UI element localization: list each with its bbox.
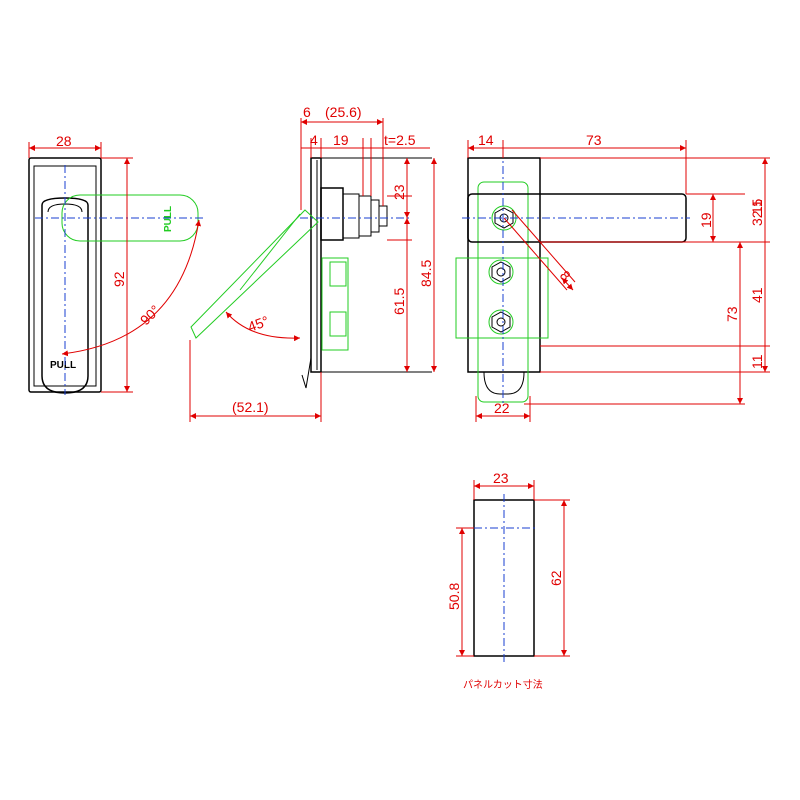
side-mount-green bbox=[321, 257, 349, 351]
rear-8-leader-1 bbox=[511, 209, 576, 283]
side-shaft-collar bbox=[342, 193, 360, 239]
side-bolt-1 bbox=[329, 261, 347, 287]
pull-label: PULL bbox=[50, 360, 76, 371]
side-6-label: 6 bbox=[303, 104, 311, 120]
side-panel-plate bbox=[310, 157, 322, 373]
rear-41-label: 41 bbox=[749, 287, 765, 303]
side-t-label: t=2.5 bbox=[384, 132, 416, 148]
rear-latch-tip bbox=[483, 371, 525, 395]
rear-screw-2 bbox=[488, 259, 514, 285]
rear-22-label: 22 bbox=[494, 400, 510, 416]
side-61-label: 61.5 bbox=[391, 288, 407, 315]
side-52-label: (52.1) bbox=[232, 399, 269, 415]
rear-11-top-label: 11 bbox=[749, 199, 765, 214]
front-width-label: 28 bbox=[56, 133, 72, 149]
side-25-label: (25.6) bbox=[325, 104, 362, 120]
rear-73-top-label: 73 bbox=[586, 132, 602, 148]
side-84-label: 84.5 bbox=[418, 260, 434, 287]
rear-14-label: 14 bbox=[478, 132, 494, 148]
front-view: PULL PULL 90° 28 92 bbox=[28, 133, 205, 395]
side-handle-swung bbox=[190, 209, 319, 339]
side-19-label: 19 bbox=[333, 132, 349, 148]
side-shaft-housing bbox=[320, 187, 344, 241]
rear-8-leader-2 bbox=[503, 217, 568, 291]
side-handle-tip bbox=[301, 357, 312, 389]
rear-11-bottom-label: 11 bbox=[749, 354, 765, 369]
front-angle-arc bbox=[61, 219, 202, 357]
rear-73-right-label: 73 bbox=[724, 306, 740, 322]
front-handle-slot bbox=[41, 197, 89, 394]
side-handle-swung-inner bbox=[239, 213, 301, 291]
cutout-caption: パネルカット寸法 bbox=[463, 678, 543, 691]
cutout-23-label: 23 bbox=[493, 470, 509, 486]
side-bolt-2 bbox=[329, 311, 347, 337]
side-4-label: 4 bbox=[310, 132, 318, 148]
front-handle-rotated bbox=[61, 194, 199, 242]
rear-base-plate bbox=[467, 157, 541, 373]
side-nut bbox=[358, 195, 372, 237]
cutout-62-label: 62 bbox=[548, 570, 564, 586]
front-angle-label: 90° bbox=[137, 302, 163, 328]
rear-32-label: 32.5 bbox=[749, 199, 765, 226]
rear-19-label: 19 bbox=[698, 212, 714, 228]
side-screw-head bbox=[378, 205, 388, 227]
panel-cutout-view: 23 50.8 62 パネルカット寸法 bbox=[446, 470, 570, 691]
side-angle-label: 45° bbox=[246, 313, 271, 335]
side-washer bbox=[370, 199, 380, 233]
side-23-label: 23 bbox=[391, 184, 407, 200]
rear-8-dim-line bbox=[561, 277, 574, 291]
side-view: 45° (52.1) (25.6) 6 4 19 t=2.5 23 61.5 8… bbox=[189, 104, 437, 422]
front-height-label: 92 bbox=[111, 271, 127, 287]
side-angle-arc bbox=[225, 311, 301, 342]
rear-bracket-green bbox=[455, 257, 549, 339]
pull-label-rotated: PULL bbox=[163, 206, 174, 232]
rear-view: 14 73 19 73 11 32.5 41 11 22 8 bbox=[455, 132, 770, 422]
rear-screw-3 bbox=[488, 309, 514, 335]
cutout-50-label: 50.8 bbox=[446, 583, 462, 610]
